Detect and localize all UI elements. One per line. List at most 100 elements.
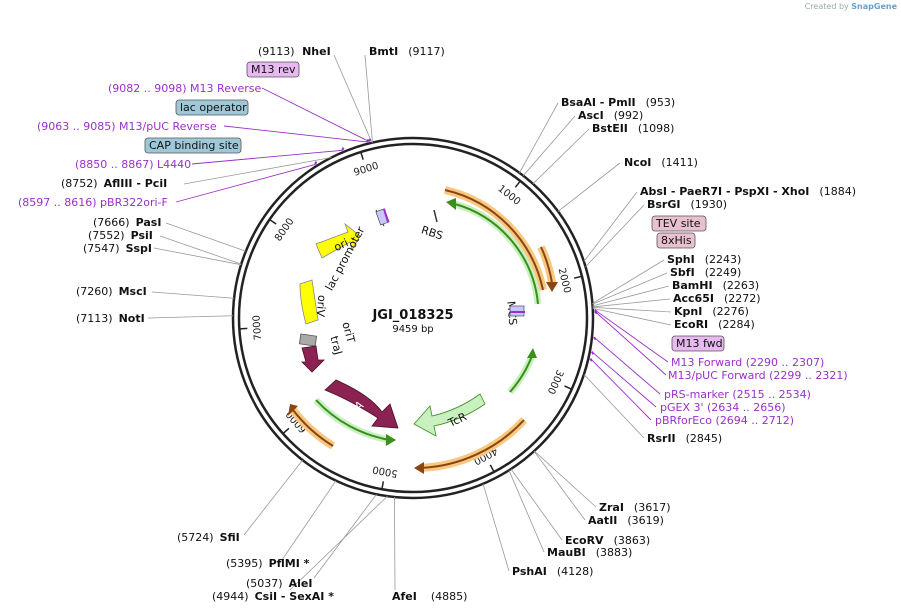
leader-MauBI: [508, 470, 545, 553]
gene-arrowhead-right: [527, 348, 537, 358]
site-PasI[interactable]: (7666)PasI: [93, 216, 161, 229]
feature-traJ[interactable]: [301, 345, 325, 373]
credit-brand: SnapGene: [851, 2, 897, 11]
primer-L4440[interactable]: (8850 .. 8867) L4440: [75, 158, 191, 171]
leader-NheI: [333, 54, 373, 143]
site-NotI[interactable]: (7113)NotI: [76, 312, 145, 325]
site-PsiI[interactable]: (7552)PsiI: [88, 229, 153, 242]
primer-M13pUC-Forward[interactable]: M13/pUC Forward (2299 .. 2321): [668, 369, 848, 382]
leader-Acc65I: [592, 298, 671, 308]
site-KpnI[interactable]: KpnI(2276): [674, 305, 749, 318]
site-BamHI[interactable]: BamHI(2263): [672, 279, 759, 292]
site-AleI[interactable]: (5037)AleI: [246, 577, 312, 590]
tick-label-1000: 1000: [495, 183, 522, 207]
feature-oriT[interactable]: [298, 333, 318, 347]
leader-AatII: [533, 450, 586, 521]
site-NheI[interactable]: (9113) NheI: [258, 45, 331, 58]
primer-mark-3: [314, 161, 318, 165]
site-BstEII[interactable]: BstEII(1098): [592, 122, 674, 135]
site-RsrII[interactable]: RsrII(2845): [647, 432, 722, 445]
primer-pGEX3[interactable]: pGEX 3' (2634 .. 2656): [660, 401, 786, 414]
snapgene-credit: Created by SnapGene: [805, 2, 897, 11]
site-Acc65I[interactable]: Acc65I(2272): [673, 292, 761, 305]
leader-AfeI: [394, 497, 396, 591]
primer-leader-5: [594, 311, 667, 376]
badge-8xHis[interactable]: 8xHis: [656, 232, 696, 249]
site-NcoI[interactable]: NcoI(1411): [624, 156, 698, 169]
backbone-outer: [231, 136, 595, 500]
plasmid-name: JGI_018325: [371, 308, 453, 323]
primer-pBRforEco[interactable]: pBRforEco (2694 .. 2712): [655, 414, 794, 427]
tick-8000: [269, 219, 277, 225]
leader-BamHI: [592, 285, 670, 307]
site-AatII[interactable]: AatII(3619): [588, 514, 664, 527]
orf-arrowhead-bottom: [414, 462, 424, 474]
leader-AbsI: [583, 191, 638, 262]
tick-9000: [360, 152, 364, 160]
leader-AleI: [313, 494, 377, 579]
site-SspI[interactable]: (7547)SspI: [83, 242, 152, 255]
tick-marks: [240, 152, 582, 489]
primer-leader-2: [191, 149, 343, 165]
label-RBS: RBS: [420, 223, 445, 242]
primer-pBR322ori-F[interactable]: (8597 .. 8616) pBR322ori-F: [18, 196, 168, 209]
primer-pRS-marker[interactable]: pRS-marker (2515 .. 2534): [664, 388, 811, 401]
site-BsaAI-PmlI[interactable]: BsaAI - PmlI(953): [561, 96, 675, 109]
primer-M13-Reverse[interactable]: (9082 .. 9098) M13 Reverse: [108, 82, 261, 95]
feature-trfA[interactable]: [324, 379, 399, 429]
feature-oriV[interactable]: [299, 279, 319, 325]
leader-NotI: [147, 315, 234, 319]
primer-M13pUC-Reverse[interactable]: (9063 .. 9085) M13/pUC Reverse: [37, 120, 217, 133]
badge-CAP-binding-site[interactable]: CAP binding site: [144, 137, 242, 154]
site-MscI[interactable]: (7260)MscI: [76, 285, 147, 298]
leader-SphI: [592, 259, 665, 304]
site-MauBI[interactable]: MauBI(3883): [547, 546, 632, 559]
label-oriT: oriT: [339, 321, 357, 345]
leader-BmtI: [364, 54, 373, 143]
site-SphI[interactable]: SphI(2243): [667, 253, 741, 266]
primer-M13-Forward[interactable]: M13 Forward (2290 .. 2307): [671, 356, 824, 369]
svg-text:M13 fwd: M13 fwd: [676, 337, 723, 350]
svg-text:CAP binding site: CAP binding site: [149, 139, 239, 152]
site-leader-lines: [147, 54, 672, 591]
RBS-mark: [433, 209, 438, 223]
tick-3000: [564, 385, 572, 390]
site-AfeI[interactable]: AfeI(4885): [392, 590, 467, 603]
leader-ZraI: [533, 450, 597, 508]
orf-arc-bottom-right[interactable]: [419, 417, 527, 472]
tick-label-8000: 8000: [273, 216, 296, 243]
badge-TEV-site[interactable]: TEV site: [651, 215, 707, 232]
site-SbfI[interactable]: SbfI(2249): [670, 266, 741, 279]
primer-mark-6: [593, 336, 597, 341]
backbone-inner: [237, 142, 589, 494]
site-PflMI[interactable]: (5395)PflMI *: [226, 557, 310, 570]
badge-lac-operator[interactable]: lac operator: [175, 99, 249, 116]
site-AflIII-PciI[interactable]: (8752)AflIII - PciI: [61, 177, 167, 190]
primer-leader-4: [594, 309, 669, 363]
leader-RsrII: [583, 374, 645, 439]
site-BmtI[interactable]: BmtI(9117): [369, 45, 445, 58]
leader-AscI: [522, 115, 576, 176]
site-SfiI[interactable]: (5724)SfiI: [177, 531, 240, 544]
leader-BsrGI: [585, 204, 645, 268]
feature-TcR[interactable]: [413, 393, 486, 437]
site-XhoI-group[interactable]: AbsI - PaeR7I - PspXI - XhoI(1884): [640, 185, 856, 198]
svg-text:TEV site: TEV site: [655, 217, 701, 230]
site-EcoRI[interactable]: EcoRI(2284): [674, 318, 755, 331]
site-AscI[interactable]: AscI(992): [578, 109, 643, 122]
site-EcoRV[interactable]: EcoRV(3863): [565, 534, 650, 547]
site-CsiI-SexAI[interactable]: (4944)CsiI - SexAI *: [212, 590, 334, 603]
site-BsrGI[interactable]: BsrGI(1930): [647, 198, 727, 211]
tick-label-2000: 2000: [556, 267, 573, 294]
label-oriV: oriV: [314, 294, 329, 317]
site-ZraI[interactable]: ZraI(3617): [599, 501, 671, 514]
leader-PasI: [165, 222, 246, 252]
badge-M13-rev[interactable]: M13 rev: [246, 61, 300, 78]
site-PshAI[interactable]: PshAI(4128): [512, 565, 593, 578]
leader-PsiI: [159, 235, 242, 265]
plasmid-length: 9459 bp: [392, 324, 433, 335]
svg-text:M13 rev: M13 rev: [251, 63, 296, 76]
badge-M13-fwd[interactable]: M13 fwd: [671, 335, 725, 352]
orf-arrowhead-left: [288, 404, 298, 416]
feature-ori[interactable]: [315, 222, 361, 259]
